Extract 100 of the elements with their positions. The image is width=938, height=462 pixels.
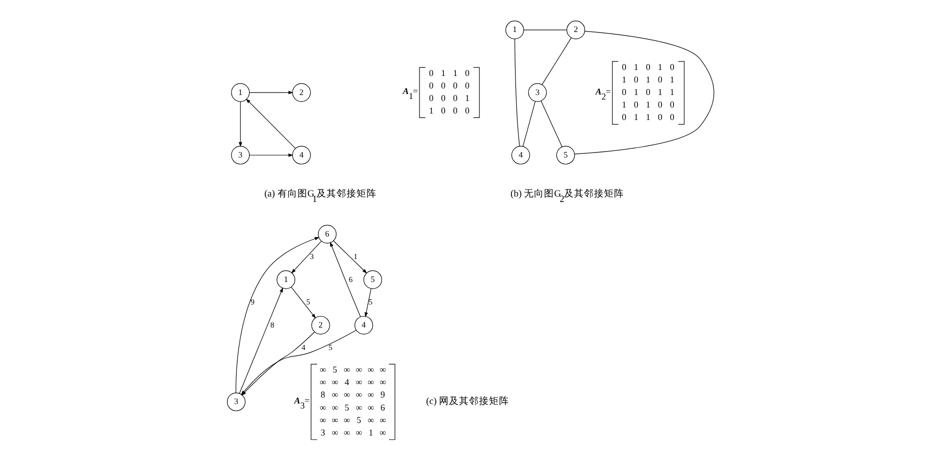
label: 0 [440, 105, 446, 116]
label: 0 [657, 74, 662, 84]
label: 0 [464, 105, 469, 116]
label: 1 [657, 61, 662, 72]
node-circle: 5 [556, 145, 574, 164]
label: ∞ [379, 364, 386, 374]
node-circle: 1 [230, 82, 250, 102]
label: ∞ [355, 364, 362, 374]
connector [541, 37, 572, 84]
label: 1 [368, 426, 373, 437]
label: ∞ [355, 402, 362, 412]
label: ∞ [343, 364, 350, 374]
label: 1 [452, 67, 458, 78]
node-circle: 4 [510, 145, 530, 164]
label: ∞ [331, 426, 338, 437]
label: ∞ [343, 389, 350, 400]
label: ∞ [367, 414, 374, 424]
label: 0 [452, 80, 458, 90]
arrow [235, 236, 319, 393]
label: 8 [320, 389, 325, 400]
node-circle: 6 [317, 224, 336, 243]
label: 5 [344, 402, 349, 412]
label: 1 [440, 67, 446, 78]
node-circle: 2 [292, 82, 310, 102]
label: 1 [633, 112, 638, 122]
label: 0 [428, 80, 434, 90]
label: 0 [464, 80, 469, 90]
arrow [248, 152, 293, 156]
arrow [238, 100, 242, 146]
connector [540, 100, 562, 147]
label: ∞ [355, 426, 362, 437]
label: 0 [440, 92, 446, 102]
node-circle: 2 [310, 315, 330, 334]
label: 1 [428, 105, 434, 116]
label: 0 [633, 74, 638, 84]
label: 0 [633, 99, 638, 110]
label: (c) 网及其邻接矩阵 [426, 396, 509, 407]
node-circle: 4 [354, 315, 373, 334]
node-circle: 5 [363, 270, 382, 288]
label: ∞ [367, 364, 374, 374]
label: 0 [428, 67, 434, 78]
label: ∞ [319, 402, 326, 412]
node-circle: 1 [276, 270, 295, 288]
node-circle: 1 [504, 20, 524, 39]
label: 5 [332, 364, 337, 374]
arrow [364, 288, 371, 317]
label: ∞ [343, 426, 350, 437]
label: 0 [645, 61, 650, 72]
arrow [330, 241, 360, 316]
label: 0 [657, 99, 662, 110]
label: 1 [633, 61, 638, 72]
label: 0 [621, 61, 626, 72]
label: ∞ [331, 402, 338, 412]
connector [522, 29, 566, 30]
label: 1 [669, 74, 674, 84]
label: 4 [344, 376, 349, 387]
label: ∞ [367, 389, 374, 400]
label: 1 [633, 86, 638, 96]
label: 1 [621, 74, 626, 84]
node-circle: 3 [226, 392, 245, 411]
label: ∞ [379, 414, 386, 424]
label: 0 [452, 92, 458, 102]
label: ∞ [367, 376, 374, 387]
connector [522, 100, 536, 146]
label: 0 [440, 80, 446, 90]
label: 1 [621, 99, 626, 110]
label: 6 [380, 402, 385, 412]
node-circle: 4 [292, 145, 310, 164]
label: 0 [669, 112, 674, 122]
label: 0 [452, 105, 458, 116]
label: ∞ [331, 376, 338, 387]
node-circle: 3 [528, 82, 546, 102]
arrow [332, 240, 367, 274]
connector [514, 38, 520, 146]
label: ∞ [379, 376, 386, 387]
label: 0 [621, 112, 626, 122]
label: ∞ [331, 389, 338, 400]
label: 1 [657, 86, 662, 96]
label: 1 [645, 99, 650, 110]
node-circle: 3 [230, 145, 250, 164]
label: ∞ [379, 426, 386, 437]
label: ∞ [319, 414, 326, 424]
arrow [248, 90, 293, 94]
label: 9 [380, 389, 385, 400]
label: ∞ [319, 376, 326, 387]
label: 1 [645, 112, 650, 122]
label: ∞ [343, 414, 350, 424]
label: 0 [669, 61, 674, 72]
label: 0 [669, 99, 674, 110]
label: ∞ [355, 389, 362, 400]
node-circle: 2 [566, 20, 585, 39]
label: ∞ [331, 414, 338, 424]
label: 1 [669, 86, 674, 96]
label: 3 [320, 426, 325, 437]
label: 0 [645, 86, 650, 96]
label: 1 [645, 74, 650, 84]
label: 0 [657, 112, 662, 122]
arrow [290, 240, 322, 273]
label: 0 [464, 67, 469, 78]
label: 5 [356, 414, 361, 424]
